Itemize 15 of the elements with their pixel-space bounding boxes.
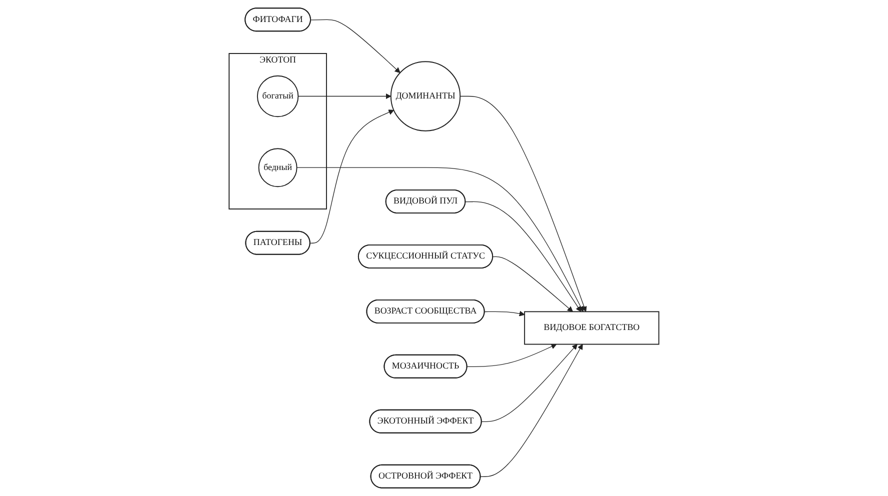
arrow — [310, 110, 394, 244]
arrow — [298, 93, 392, 100]
arrow — [466, 344, 557, 368]
arrow — [492, 256, 574, 312]
arrow — [481, 344, 578, 422]
node-circle: богатый — [256, 75, 299, 118]
node-box: ВИДОВОЕ БОГАТСТВО — [524, 311, 660, 345]
node-circle: ДОМИНАНТЫ — [390, 61, 461, 132]
arrow — [460, 96, 587, 312]
arrow — [484, 310, 525, 316]
node-circle: бедный — [258, 148, 298, 188]
arrow — [310, 19, 400, 74]
arrow — [465, 201, 582, 312]
arrow — [296, 167, 584, 312]
arrow — [480, 344, 583, 477]
